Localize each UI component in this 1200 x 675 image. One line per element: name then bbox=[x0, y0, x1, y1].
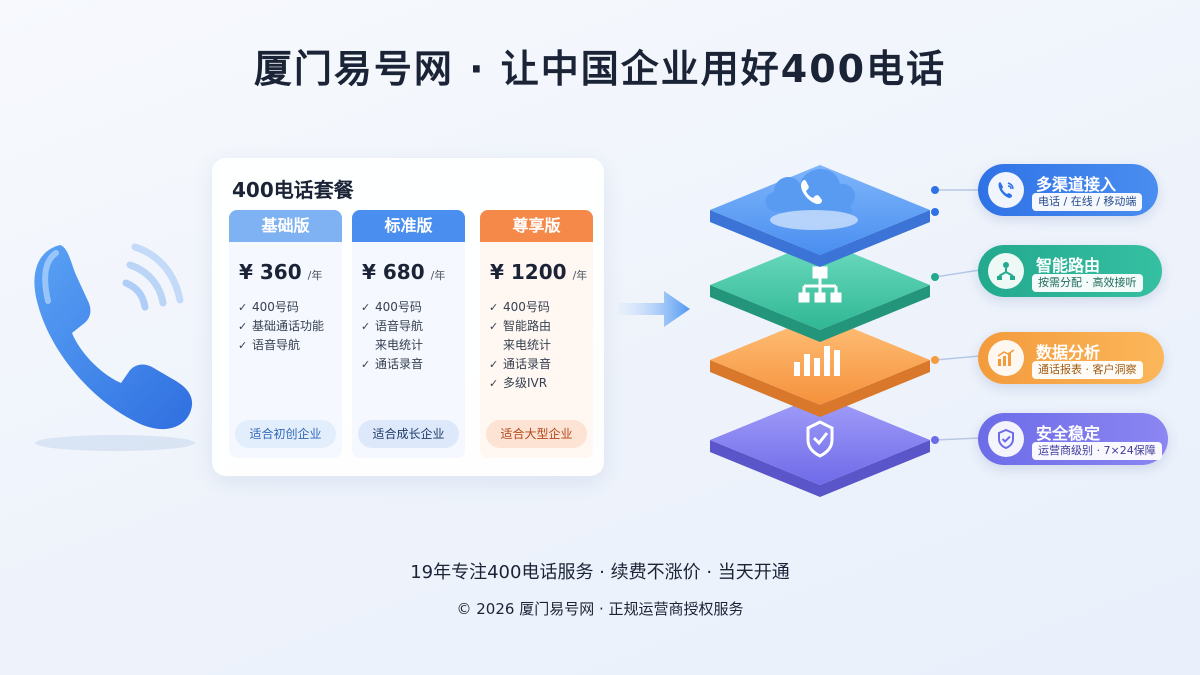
feature-title: 数据分析 bbox=[1036, 343, 1101, 362]
service-layer-stack bbox=[690, 140, 950, 500]
feature-title: 智能路由 bbox=[1036, 256, 1101, 275]
check-icon: ✓ bbox=[361, 358, 371, 371]
list-item: ✓多级IVR bbox=[489, 374, 593, 393]
plan-audience-badge: 适合初创企业 bbox=[235, 420, 336, 448]
feature-smart-routing[interactable]: 智能路由 按需分配 · 高效接听 bbox=[978, 245, 1162, 297]
check-icon: ✓ bbox=[489, 358, 499, 371]
check-icon: ✓ bbox=[489, 320, 499, 333]
list-item: ✓智能路由 bbox=[489, 317, 593, 336]
list-item: ✓400号码 bbox=[361, 298, 465, 317]
plan-feature-list: ✓400号码 ✓语音导航 ✓来电统计 ✓通话录音 bbox=[361, 298, 465, 374]
plan-feature-list: ✓400号码 ✓智能路由 ✓来电统计 ✓通话录音 ✓多级IVR bbox=[489, 298, 593, 393]
routing-layer bbox=[710, 240, 930, 342]
feature-data-analytics[interactable]: 数据分析 通话报表 · 客户洞察 bbox=[978, 332, 1164, 384]
analytics-layer bbox=[710, 315, 930, 417]
list-item: ✓来电统计 bbox=[503, 338, 552, 352]
plans-card: 400电话套餐 基础版 ¥ 360/年 ✓400号码 ✓基础通话功能 ✓语音导航… bbox=[212, 158, 604, 476]
phone-icon bbox=[801, 180, 822, 204]
connector-lines bbox=[931, 186, 981, 444]
phone-signal-icon bbox=[988, 172, 1024, 208]
chart-icon bbox=[988, 340, 1024, 376]
arrow-right-icon bbox=[618, 291, 690, 327]
tagline: 19年专注400电话服务 · 续费不涨价 · 当天开通 bbox=[410, 562, 790, 583]
plan-price: ¥ 360/年 bbox=[239, 260, 323, 284]
shield-icon bbox=[806, 420, 834, 458]
list-item: ✓400号码 bbox=[238, 298, 342, 317]
plan-price: ¥ 680/年 bbox=[362, 260, 446, 284]
feature-title: 安全稳定 bbox=[1036, 424, 1101, 443]
security-layer bbox=[710, 395, 930, 497]
check-icon: ✓ bbox=[238, 339, 248, 352]
routing-tree-icon bbox=[798, 266, 842, 303]
list-item: ✓语音导航 bbox=[238, 336, 342, 355]
check-icon: ✓ bbox=[238, 301, 248, 314]
plan-basic[interactable]: 基础版 ¥ 360/年 ✓400号码 ✓基础通话功能 ✓语音导航 适合初创企业 bbox=[229, 210, 342, 458]
page-title: 厦门易号网 · 让中国企业用好400电话 bbox=[253, 47, 947, 91]
feature-subtitle: 通话报表 · 客户洞察 bbox=[1032, 361, 1143, 379]
list-item: ✓400号码 bbox=[489, 298, 593, 317]
plan-audience-badge: 适合成长企业 bbox=[358, 420, 459, 448]
check-icon: ✓ bbox=[489, 301, 499, 314]
shield-icon bbox=[988, 421, 1024, 457]
phone-illustration bbox=[20, 225, 210, 455]
cloud-icon bbox=[765, 169, 855, 219]
bar-chart-icon bbox=[794, 346, 840, 376]
feature-multichannel[interactable]: 多渠道接入 电话 / 在线 / 移动端 bbox=[978, 164, 1158, 216]
plan-name: 尊享版 bbox=[480, 210, 593, 242]
check-icon: ✓ bbox=[361, 320, 371, 333]
plan-price: ¥ 1200/年 bbox=[490, 260, 588, 284]
list-item: ✓基础通话功能 bbox=[238, 317, 342, 336]
list-item: ✓语音导航 bbox=[361, 317, 465, 336]
feature-subtitle: 按需分配 · 高效接听 bbox=[1032, 274, 1143, 292]
plans-title: 400电话套餐 bbox=[232, 178, 354, 202]
list-item: ✓通话录音 bbox=[489, 355, 593, 374]
list-item: ✓来电统计 bbox=[375, 338, 424, 352]
copyright: © 2026 厦门易号网 · 正规运营商授权服务 bbox=[456, 600, 744, 618]
check-icon: ✓ bbox=[361, 301, 371, 314]
plan-name: 基础版 bbox=[229, 210, 342, 242]
list-item: ✓通话录音 bbox=[361, 355, 465, 374]
plan-premium[interactable]: 尊享版 ¥ 1200/年 ✓400号码 ✓智能路由 ✓来电统计 ✓通话录音 ✓多… bbox=[480, 210, 593, 458]
feature-subtitle: 电话 / 在线 / 移动端 bbox=[1032, 193, 1143, 211]
feature-subtitle: 运营商级别 · 7×24保障 bbox=[1032, 442, 1162, 460]
access-layer bbox=[710, 165, 930, 267]
check-icon: ✓ bbox=[489, 377, 499, 390]
plan-feature-list: ✓400号码 ✓基础通话功能 ✓语音导航 bbox=[238, 298, 342, 355]
feature-title: 多渠道接入 bbox=[1036, 175, 1117, 194]
phone-handset-icon bbox=[34, 243, 195, 451]
routing-icon bbox=[988, 253, 1024, 289]
plan-audience-badge: 适合大型企业 bbox=[486, 420, 587, 448]
plan-standard[interactable]: 标准版 ¥ 680/年 ✓400号码 ✓语音导航 ✓来电统计 ✓通话录音 适合成… bbox=[352, 210, 465, 458]
plan-name: 标准版 bbox=[352, 210, 465, 242]
feature-security[interactable]: 安全稳定 运营商级别 · 7×24保障 bbox=[978, 413, 1168, 465]
check-icon: ✓ bbox=[238, 320, 248, 333]
